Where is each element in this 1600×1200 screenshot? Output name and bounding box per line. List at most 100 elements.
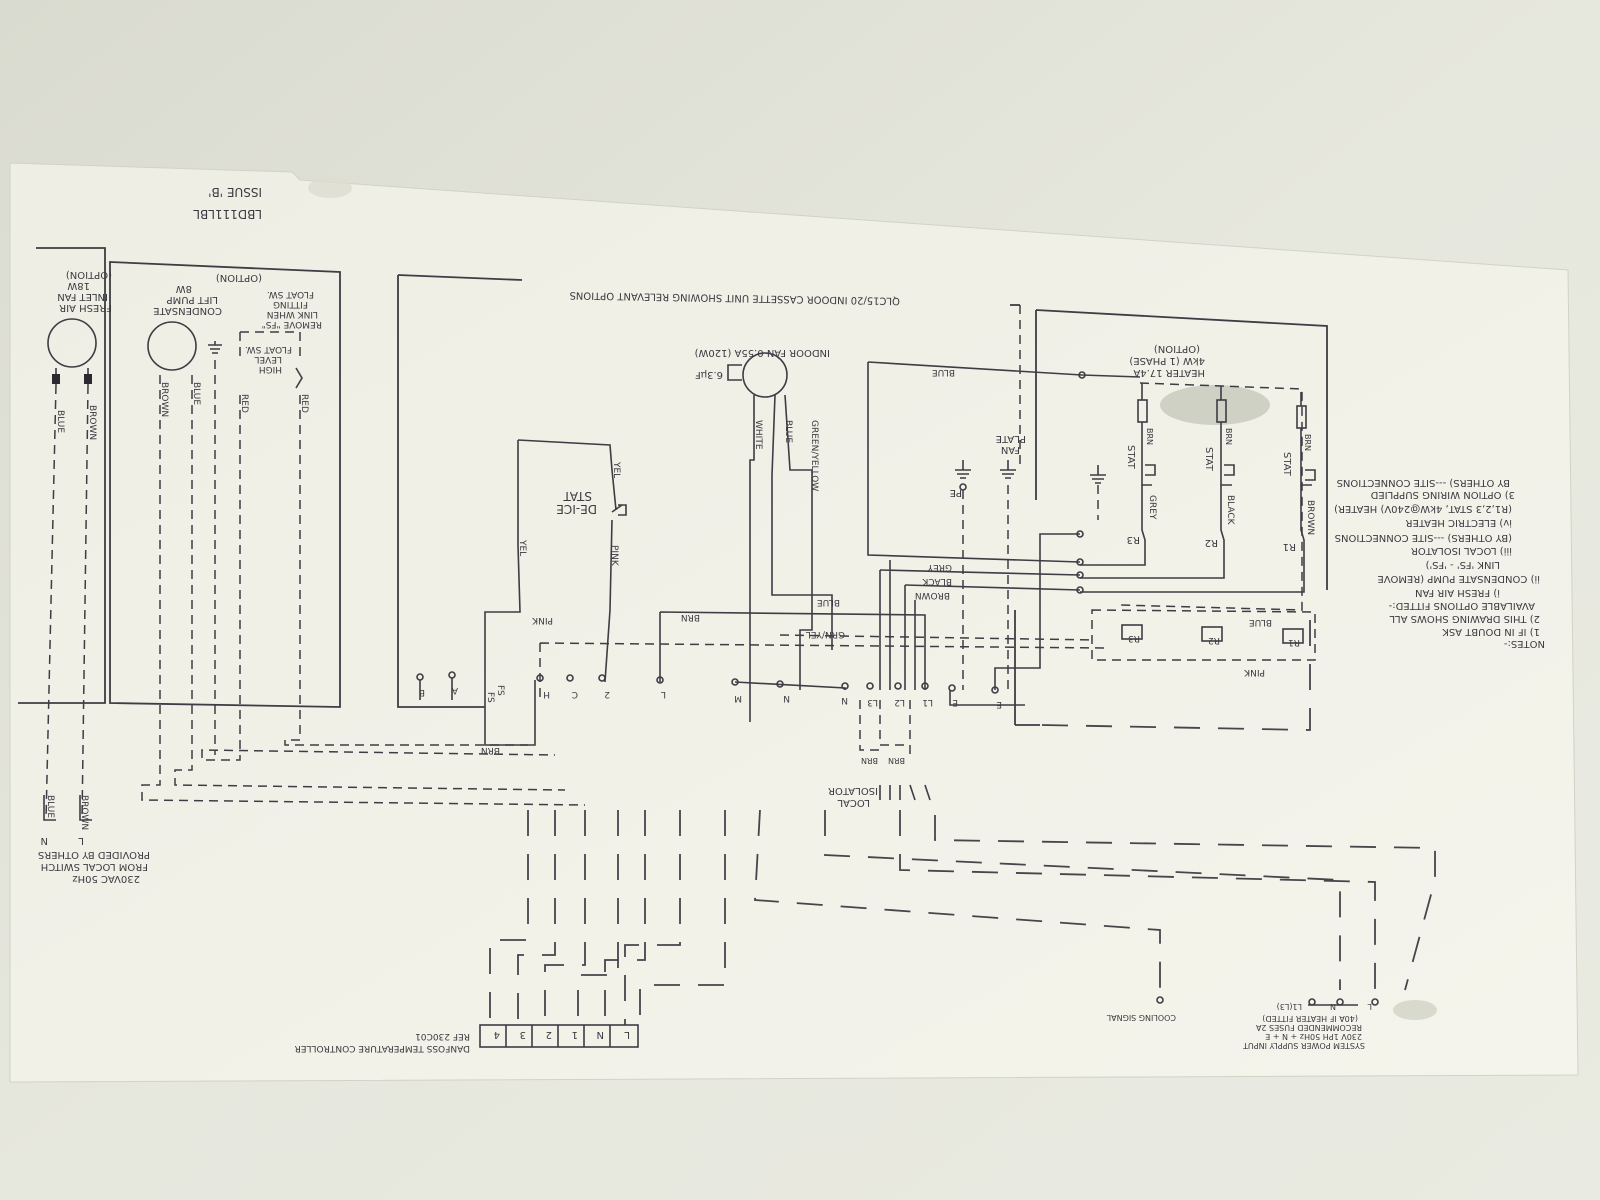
fan-wire-blue-3: BLUE — [817, 597, 840, 607]
notes-line-4: i) FRESH AIR FAN — [1415, 587, 1500, 598]
heater-element-1 — [1137, 399, 1148, 423]
heater-stat-2: STAT — [1203, 447, 1214, 472]
relay-contact-r1: R1 — [1283, 541, 1296, 552]
indoor-fan-label: INDOOR FAN 0.55A (120W) — [695, 347, 830, 358]
controller-terminal-1: 1 — [572, 1029, 578, 1040]
deice-wire-yel: YEL — [611, 461, 621, 478]
relay-contact-r3: R3 — [1127, 534, 1140, 545]
fan-wire-grn-yel: GRN/YEL — [806, 629, 845, 639]
controller-terminal-3: 3 — [520, 1029, 526, 1040]
main-unit-box-top — [397, 274, 523, 281]
notes-line-2: 2) THIS DRAWING SHOWS ALL — [1389, 613, 1540, 624]
isolator-line2: ISOLATOR — [828, 785, 878, 796]
notes-line-5: ii) CONDENSATE PUMP (REMOVE — [1377, 573, 1540, 584]
relay-coil-r2 — [1201, 626, 1223, 642]
fs-link-brn: BRN — [481, 745, 500, 755]
supply-line1: 230VAC 50Hz — [72, 873, 140, 884]
indoor-fan: INDOOR FAN 0.55A (120W) 6.3µF WHITE BLUE… — [695, 347, 845, 722]
deice-wire-pink-2: PINK — [531, 615, 553, 625]
system-supply-line3: RECOMMENDED FUSES 2A — [1255, 1023, 1362, 1032]
heater-wire-brown: BROWN — [1305, 500, 1315, 535]
relay-coil-r2-label: R2 — [1208, 635, 1220, 645]
drawing-number: LBD111LBL — [193, 207, 262, 221]
indoor-fan-motor-icon — [742, 352, 788, 398]
relay-contact-r2: R2 — [1205, 537, 1218, 548]
int-wire-black: BLACK — [921, 576, 952, 586]
pe-earth-icon — [955, 460, 971, 479]
pump-line2: LIFT PUMP — [167, 294, 218, 305]
issue-label: ISSUE 'B' — [208, 185, 262, 199]
terminal-n1: N — [783, 693, 790, 703]
relay-coil-r1 — [1282, 628, 1304, 644]
relay-coil-r1-label: R1 — [1288, 637, 1300, 647]
float-note-line1: REMOVE "FS" — [262, 319, 322, 329]
terminal-fs2: FS — [495, 685, 505, 696]
pe-label: PE — [950, 487, 962, 498]
terminal-strip: B A FS FS H C 2 L M N N L3 L2 L1 E E — [416, 671, 1002, 709]
heater-earth-icon — [1090, 465, 1106, 484]
fan-wire-blue-2: BLUE — [783, 420, 793, 443]
controller-terminal-4: 4 — [494, 1029, 500, 1040]
heater-wire-brn-3: BRN — [1303, 434, 1312, 451]
system-supply-line4: (40A IF HEATER FITTED) — [1262, 1014, 1358, 1023]
int-wire-brown: BROWN — [915, 590, 950, 600]
terminal-a: A — [451, 685, 458, 695]
controller-terminal-n: N — [597, 1029, 604, 1040]
main-box-title: QLC15/20 INDOOR CASSETTE UNIT SHOWING RE… — [569, 289, 900, 306]
float-note-line4: FLOAT SW. — [267, 289, 314, 299]
notes-line-6: LINK 'FS' - 'FS') — [1425, 559, 1500, 570]
pump-line4: (OPTION) — [216, 272, 262, 283]
notes-line-10: (R1,2,3 STAT, 4kW@240V) HEATER) — [1334, 503, 1512, 514]
isolator-wire-brn-1: BRN — [861, 756, 878, 765]
notes-title: NOTES:- — [1504, 638, 1545, 649]
condensate-pump-motor-icon — [147, 321, 197, 371]
heater-element-2 — [1216, 399, 1227, 423]
deice-stat: DE-ICE STAT YEL YEL PINK PINK BRN — [481, 439, 627, 755]
fresh-air-fan-line4: (OPTION) — [66, 269, 112, 280]
fan-wire-green-yellow: GREEN/YELLOW — [809, 420, 819, 491]
heater-wire-brn-1: BRN — [1145, 428, 1154, 445]
high-level-line1: HIGH — [259, 364, 282, 374]
controller-name: DANFOSS TEMPERATURE CONTROLLER — [295, 1043, 470, 1053]
notes-line-8: (BY OTHERS) ---SITE CONNECTIONS — [1335, 532, 1512, 543]
deice-line1: DE-ICE — [556, 502, 597, 516]
controller-ref: REF 230C01 — [415, 1031, 470, 1041]
pump-wire-blue: BLUE — [191, 382, 201, 405]
supply-terminal-l: L — [1367, 1002, 1372, 1011]
relay-coil-r3 — [1121, 624, 1143, 640]
terminal-l: L — [661, 689, 666, 699]
pump-line1: CONDENSATE — [153, 305, 222, 316]
terminal-h: H — [543, 689, 550, 699]
heater-wire-brn-2: BRN — [1224, 428, 1233, 445]
heater: HEATER 17.4A 4kW (1 PHASE) (OPTION) BLUE… — [867, 343, 1316, 611]
terminal-l1: L1 — [922, 697, 933, 707]
notes-line-1: 1) IF IN DOUBT ASK — [1442, 626, 1540, 637]
fresh-air-fan: FRESH AIR INLET FAN 18W (OPTION) BLUE BR… — [45, 269, 112, 821]
supply-line2: FROM LOCAL SWITCH — [41, 861, 148, 872]
terminal-c: C — [572, 689, 578, 699]
fan-plate-line2: PLATE — [996, 433, 1026, 444]
danfoss-controller: 4 3 2 1 N L REF 230C01 DANFOSS TEMPERATU… — [295, 1024, 639, 1053]
terminal-l2: L2 — [894, 697, 905, 707]
fresh-air-fan-line1: FRESH AIR — [59, 302, 112, 313]
supply-line3: PROVIDED BY OTHERS — [38, 849, 150, 860]
system-supply: COOLING SIGNAL L1(L3) N L (40A IF HEATER… — [1106, 996, 1379, 1050]
int-wire-brn: BRN — [681, 612, 700, 622]
notes-line-7: iii) LOCAL ISOLATOR — [1411, 545, 1512, 556]
fresh-air-fan-line2: INLET FAN — [57, 291, 108, 302]
supply-wire-blue: BLUE — [45, 795, 55, 818]
condensate-pump-box — [109, 261, 341, 708]
terminal-b: B — [419, 687, 425, 697]
terminal-l3: L3 — [867, 697, 878, 707]
supply-n-terminal: N — [41, 835, 48, 846]
isolator-wire-brn-2: BRN — [888, 756, 905, 765]
float-wire-red-1: RED — [239, 394, 249, 413]
internal-wiring: GREY BLACK BROWN BRN — [419, 362, 1106, 706]
system-supply-line1: SYSTEM POWER SUPPLY INPUT — [1243, 1041, 1365, 1050]
main-unit-box — [397, 275, 485, 708]
terminal-n2: N — [841, 695, 848, 705]
heater-line3: (OPTION) — [1154, 343, 1200, 354]
pump-wire-brown: BROWN — [159, 382, 169, 417]
